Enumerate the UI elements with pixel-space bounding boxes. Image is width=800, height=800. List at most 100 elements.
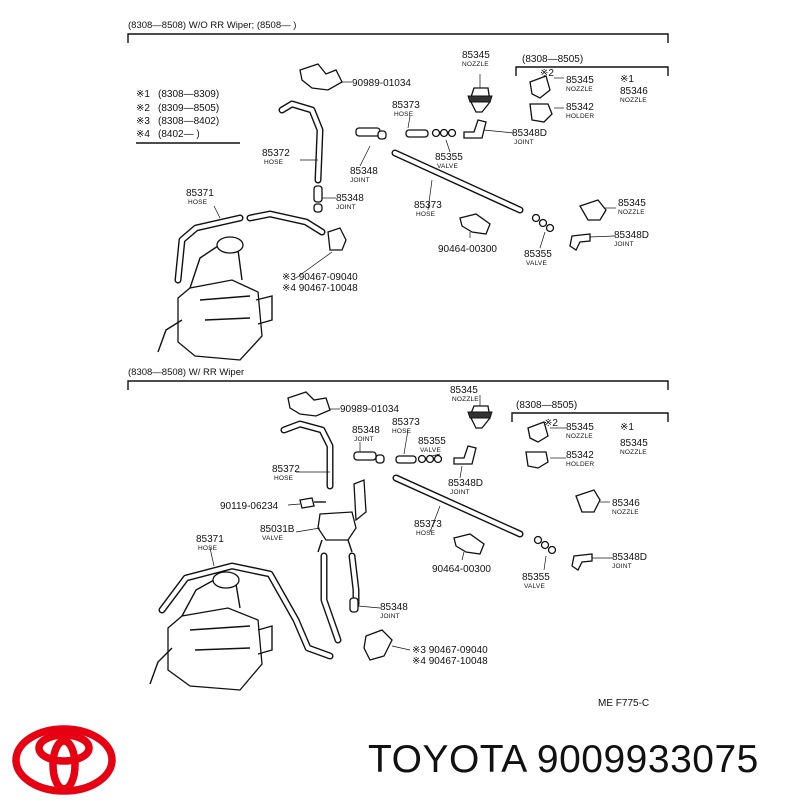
legend-mark-4: ※4: [136, 129, 150, 140]
label-85348-b-top: 85348: [336, 193, 364, 204]
label-inset-85346-top: 85346: [620, 86, 648, 97]
clip-90989-top: [299, 63, 343, 91]
label-85355-b-top: 85355: [524, 249, 552, 260]
label-85345-right-top: 85345: [618, 198, 646, 209]
svg-text:HOSE: HOSE: [264, 159, 284, 166]
label-inset-x2-bottom: ※2: [544, 418, 558, 429]
label-x4-top: ※4 90467-10048: [282, 283, 358, 294]
svg-text:JOINT: JOINT: [450, 489, 470, 496]
svg-text:HOLDER: HOLDER: [566, 461, 594, 468]
top-section-header: (8308—8508) W/O RR Wiper; (8508— ): [128, 20, 296, 31]
svg-text:JOINT: JOINT: [350, 177, 370, 184]
label-inset-85342-top: 85342: [566, 102, 594, 113]
washer-tank-bottom: [149, 571, 273, 691]
label-85348-a-bottom: 85348: [352, 425, 380, 436]
label-85373-b-bottom: 85373: [414, 519, 442, 530]
label-85371-top: 85371: [186, 188, 214, 199]
label-85373-b-top: 85373: [414, 200, 442, 211]
label-inset-85345-top: 85345: [566, 75, 594, 86]
top-hoses: [174, 100, 524, 284]
toyota-logo-rings: [12, 725, 116, 795]
label-85355-b-bottom: 85355: [522, 572, 550, 583]
svg-text:HOLDER: HOLDER: [566, 113, 594, 120]
label-x4-bottom: ※4 90467-10048: [412, 656, 488, 667]
label-85371-bottom: 85371: [196, 534, 224, 545]
label-90119: 90119-06234: [220, 501, 279, 512]
svg-text:JOINT: JOINT: [354, 436, 374, 443]
label-85373-a-top: 85373: [392, 100, 420, 111]
label-85348-a-top: 85348: [350, 166, 378, 177]
bolt-90119: [299, 497, 315, 509]
legend-range-4: (8402— ): [158, 129, 200, 140]
top-small-parts: [299, 63, 607, 251]
top-inset-header: (8308—8505): [522, 54, 583, 65]
bottom-leaders: [209, 395, 612, 651]
svg-text:JOINT: JOINT: [514, 139, 534, 146]
label-inset-x1-top: ※1: [620, 74, 634, 85]
label-85345-top: 85345: [462, 50, 490, 61]
bottom-section: (8308—8508) W/ RR Wiper (8308—8505): [127, 367, 669, 709]
label-85346-bottom: 85346: [612, 498, 640, 509]
label-85355-a-top: 85355: [435, 152, 463, 163]
svg-text:HOSE: HOSE: [416, 211, 436, 218]
svg-text:JOINT: JOINT: [614, 241, 634, 248]
svg-text:NOZZLE: NOZZLE: [618, 209, 645, 216]
label-85372-bottom: 85372: [272, 464, 300, 475]
nozzle-85345-right-top: [579, 199, 607, 221]
bottom-section-bracket: [127, 380, 669, 390]
svg-text:VALVE: VALVE: [262, 535, 283, 542]
label-85345-top-bottom: 85345: [450, 385, 478, 396]
top-inset-bracket: [515, 66, 669, 76]
clip-90464-top: [459, 213, 491, 235]
top-leaders: [213, 74, 616, 279]
label-85031b: 85031B: [260, 524, 295, 535]
legend-mark-1: ※1: [136, 89, 150, 100]
svg-text:NOZZLE: NOZZLE: [462, 61, 489, 68]
svg-text:JOINT: JOINT: [336, 204, 356, 211]
svg-text:HOSE: HOSE: [274, 475, 294, 482]
label-85348-b-bottom: 85348: [380, 602, 408, 613]
legend-range-1: (8308—8309): [158, 89, 219, 100]
bottom-section-header: (8308—8508) W/ RR Wiper: [128, 367, 244, 378]
top-section-bracket: [127, 33, 669, 43]
svg-text:HOSE: HOSE: [188, 199, 208, 206]
bottom-inset-bracket: [511, 412, 669, 422]
svg-text:VALVE: VALVE: [437, 163, 458, 170]
label-x3-top: ※3 90467-09040: [282, 272, 358, 283]
svg-text:VALVE: VALVE: [524, 583, 545, 590]
top-section: (8308—8508) W/O RR Wiper; (8508— ) ※1 (8…: [127, 20, 669, 361]
svg-text:HOSE: HOSE: [392, 428, 412, 435]
legend-mark-3: ※3: [136, 116, 150, 127]
valve-85031b: [317, 511, 357, 541]
label-90989-bottom: 90989-01034: [340, 404, 399, 415]
label-85348d-b-top: 85348D: [614, 230, 649, 241]
bottom-hoses: [158, 420, 524, 660]
washer-tank-top: [157, 236, 273, 361]
top-legend: ※1 (8308—8309) ※2 (8309—8505) ※3 (8308—8…: [136, 89, 240, 144]
clip-90464-bottom: [453, 533, 485, 555]
label-inset-x1-bottom: ※1: [620, 422, 634, 433]
label-inset-85342-bottom: 85342: [566, 450, 594, 461]
svg-text:NOZZLE: NOZZLE: [452, 396, 479, 403]
svg-text:NOZZLE: NOZZLE: [620, 97, 647, 104]
svg-text:NOZZLE: NOZZLE: [620, 449, 647, 456]
svg-text:NOZZLE: NOZZLE: [566, 433, 593, 440]
toyota-logo-icon: [12, 725, 116, 795]
label-90464-top: 90464-00300: [438, 244, 497, 255]
bottom-small-parts: [287, 391, 601, 661]
svg-text:VALVE: VALVE: [526, 260, 547, 267]
bottom-labels: 90989-01034 85345 NOZZLE 85348 JOINT 853…: [196, 385, 648, 667]
label-85355-a-bottom: 85355: [418, 436, 446, 447]
top-labels: 90989-01034 85345 NOZZLE 85373 HOSE 8537…: [186, 50, 649, 294]
svg-text:VALVE: VALVE: [420, 447, 441, 454]
svg-text:HOSE: HOSE: [198, 545, 218, 552]
label-85348d-a-bottom: 85348D: [448, 478, 483, 489]
bracket-90467-top: [327, 227, 347, 251]
svg-text:HOSE: HOSE: [416, 530, 436, 537]
svg-text:NOZZLE: NOZZLE: [612, 509, 639, 516]
bottom-inset-header: (8308—8505): [516, 400, 577, 411]
label-inset-x2-top: ※2: [540, 68, 554, 79]
nozzle-85346-bottom: [575, 489, 601, 513]
